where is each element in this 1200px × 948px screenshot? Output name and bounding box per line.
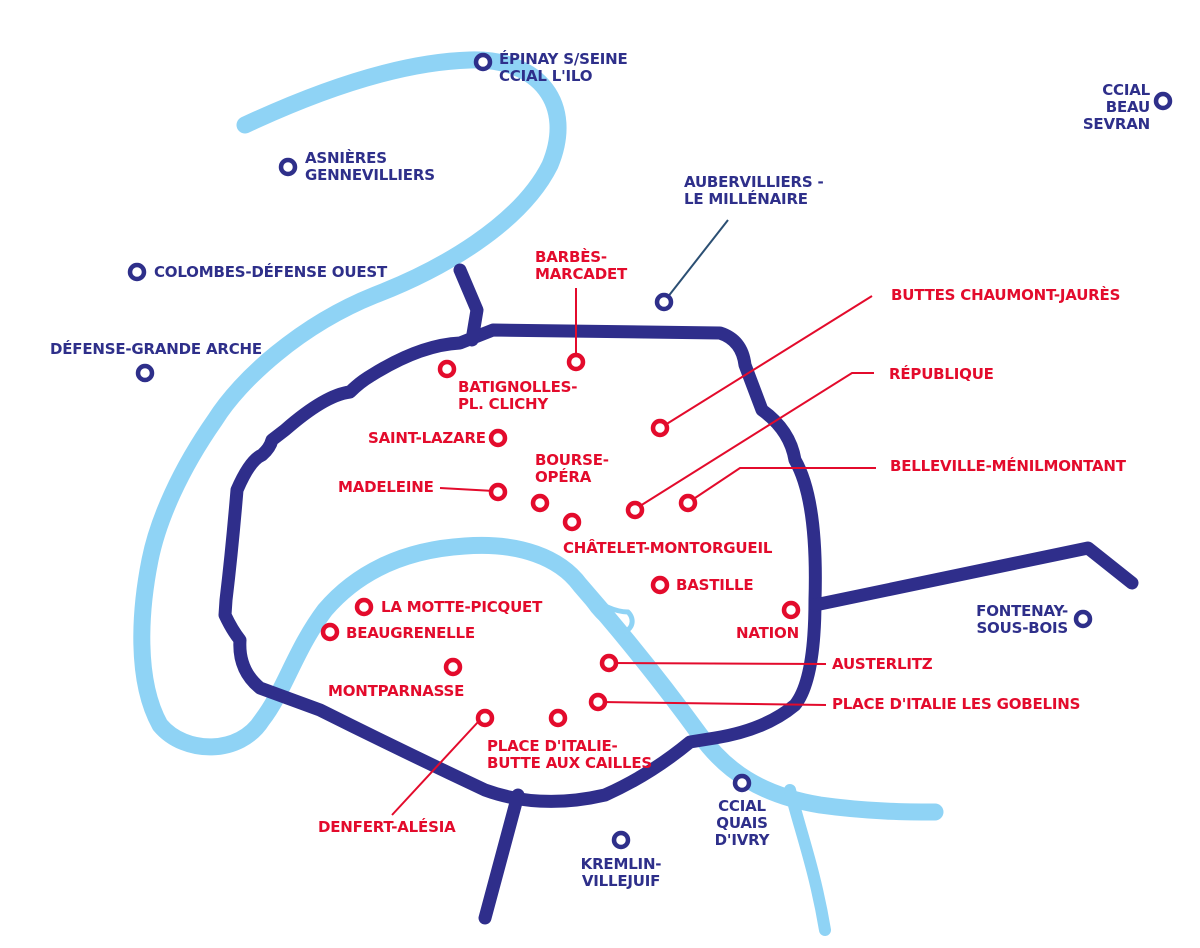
store-label-denfert[interactable]: DENFERT-ALÉSIA (318, 818, 456, 836)
marker-colombes[interactable] (127, 262, 147, 282)
marker-ivry[interactable] (732, 773, 752, 793)
marker-montparnasse[interactable] (443, 657, 463, 677)
leader-line-italiegobelins (601, 701, 827, 706)
store-label-bastille[interactable]: BASTILLE (676, 576, 754, 594)
leader-line-republique (639, 372, 874, 507)
store-label-chatelet[interactable]: CHÂTELET-MONTORGUEIL (563, 539, 773, 557)
store-label-colombes[interactable]: COLOMBES-DÉFENSE OUEST (154, 263, 387, 281)
store-label-belleville[interactable]: BELLEVILLE-MÉNILMONTANT (890, 457, 1126, 475)
marker-epinay[interactable] (473, 52, 493, 72)
marker-fontenay[interactable] (1073, 609, 1093, 629)
leader-line-austerlitz (611, 662, 827, 665)
marker-italiecailles[interactable] (548, 708, 568, 728)
marker-defense[interactable] (135, 363, 155, 383)
marker-saintlazare[interactable] (488, 428, 508, 448)
marker-aubervilliers[interactable] (654, 292, 674, 312)
store-label-aubervilliers[interactable]: AUBERVILLIERS - LE MILLÉNAIRE (684, 173, 824, 208)
marker-italiegobelins[interactable] (588, 692, 608, 712)
store-label-saintlazare[interactable]: SAINT-LAZARE (368, 429, 486, 447)
marker-nation[interactable] (781, 600, 801, 620)
paris-boundary (218, 263, 1139, 925)
store-label-asnieres[interactable]: ASNIÈRES GENNEVILLIERS (305, 149, 435, 184)
marker-chatelet[interactable] (562, 512, 582, 532)
marker-belleville[interactable] (678, 493, 698, 513)
leader-lines (391, 219, 876, 816)
store-label-buttes[interactable]: BUTTES CHAUMONT-JAURÈS (891, 286, 1121, 304)
store-label-fontenay[interactable]: FONTENAY- SOUS-BOIS (976, 602, 1068, 637)
store-label-beausevran[interactable]: CCIAL BEAU SEVRAN (1082, 81, 1150, 133)
marker-bastille[interactable] (650, 575, 670, 595)
marker-bourse[interactable] (530, 493, 550, 513)
store-label-madeleine[interactable]: MADELEINE (338, 478, 434, 496)
marker-buttes[interactable] (650, 418, 670, 438)
store-label-batignolles[interactable]: BATIGNOLLES- PL. CLICHY (458, 378, 578, 413)
marker-asnieres[interactable] (278, 157, 298, 177)
marker-madeleine[interactable] (488, 482, 508, 502)
marker-batignolles[interactable] (437, 359, 457, 379)
leader-line-buttes (664, 295, 873, 426)
marker-mottepicquet[interactable] (354, 597, 374, 617)
store-label-austerlitz[interactable]: AUSTERLITZ (832, 655, 933, 673)
leader-line-aubervilliers (666, 219, 729, 299)
marker-republique[interactable] (625, 500, 645, 520)
marker-kremlin[interactable] (611, 830, 631, 850)
store-label-italiegobelins[interactable]: PLACE D'ITALIE LES GOBELINS (832, 695, 1081, 713)
outer-store-markers (127, 52, 1173, 850)
marker-beaugrenelle[interactable] (320, 622, 340, 642)
marker-denfert[interactable] (475, 708, 495, 728)
leader-line-denfert (391, 721, 479, 816)
store-label-kremlin[interactable]: KREMLIN- VILLEJUIF (580, 855, 662, 890)
store-label-ivry[interactable]: CCIAL QUAIS D'IVRY (714, 797, 770, 849)
store-label-montparnasse[interactable]: MONTPARNASSE (328, 682, 465, 700)
leader-line-madeleine (439, 487, 495, 492)
store-label-nation[interactable]: NATION (736, 624, 799, 642)
store-label-defense[interactable]: DÉFENSE-GRANDE ARCHE (50, 340, 262, 358)
marker-barbes[interactable] (566, 352, 586, 372)
marker-beausevran[interactable] (1153, 91, 1173, 111)
store-label-epinay[interactable]: ÉPINAY S/SEINE CCIAL L'ILO (499, 50, 628, 85)
store-label-republique[interactable]: RÉPUBLIQUE (889, 365, 994, 383)
leader-line-belleville (691, 467, 876, 501)
store-label-barbes[interactable]: BARBÈS- MARCADET (535, 248, 628, 283)
store-label-italiecailles[interactable]: PLACE D'ITALIE- BUTTE AUX CAILLES (487, 737, 652, 772)
store-label-bourse[interactable]: BOURSE- OPÉRA (535, 451, 609, 486)
seine-river (133, 51, 944, 936)
marker-austerlitz[interactable] (599, 653, 619, 673)
store-label-mottepicquet[interactable]: LA MOTTE-PICQUET (381, 598, 543, 616)
store-label-beaugrenelle[interactable]: BEAUGRENELLE (346, 624, 475, 642)
inner-store-markers (320, 352, 801, 728)
